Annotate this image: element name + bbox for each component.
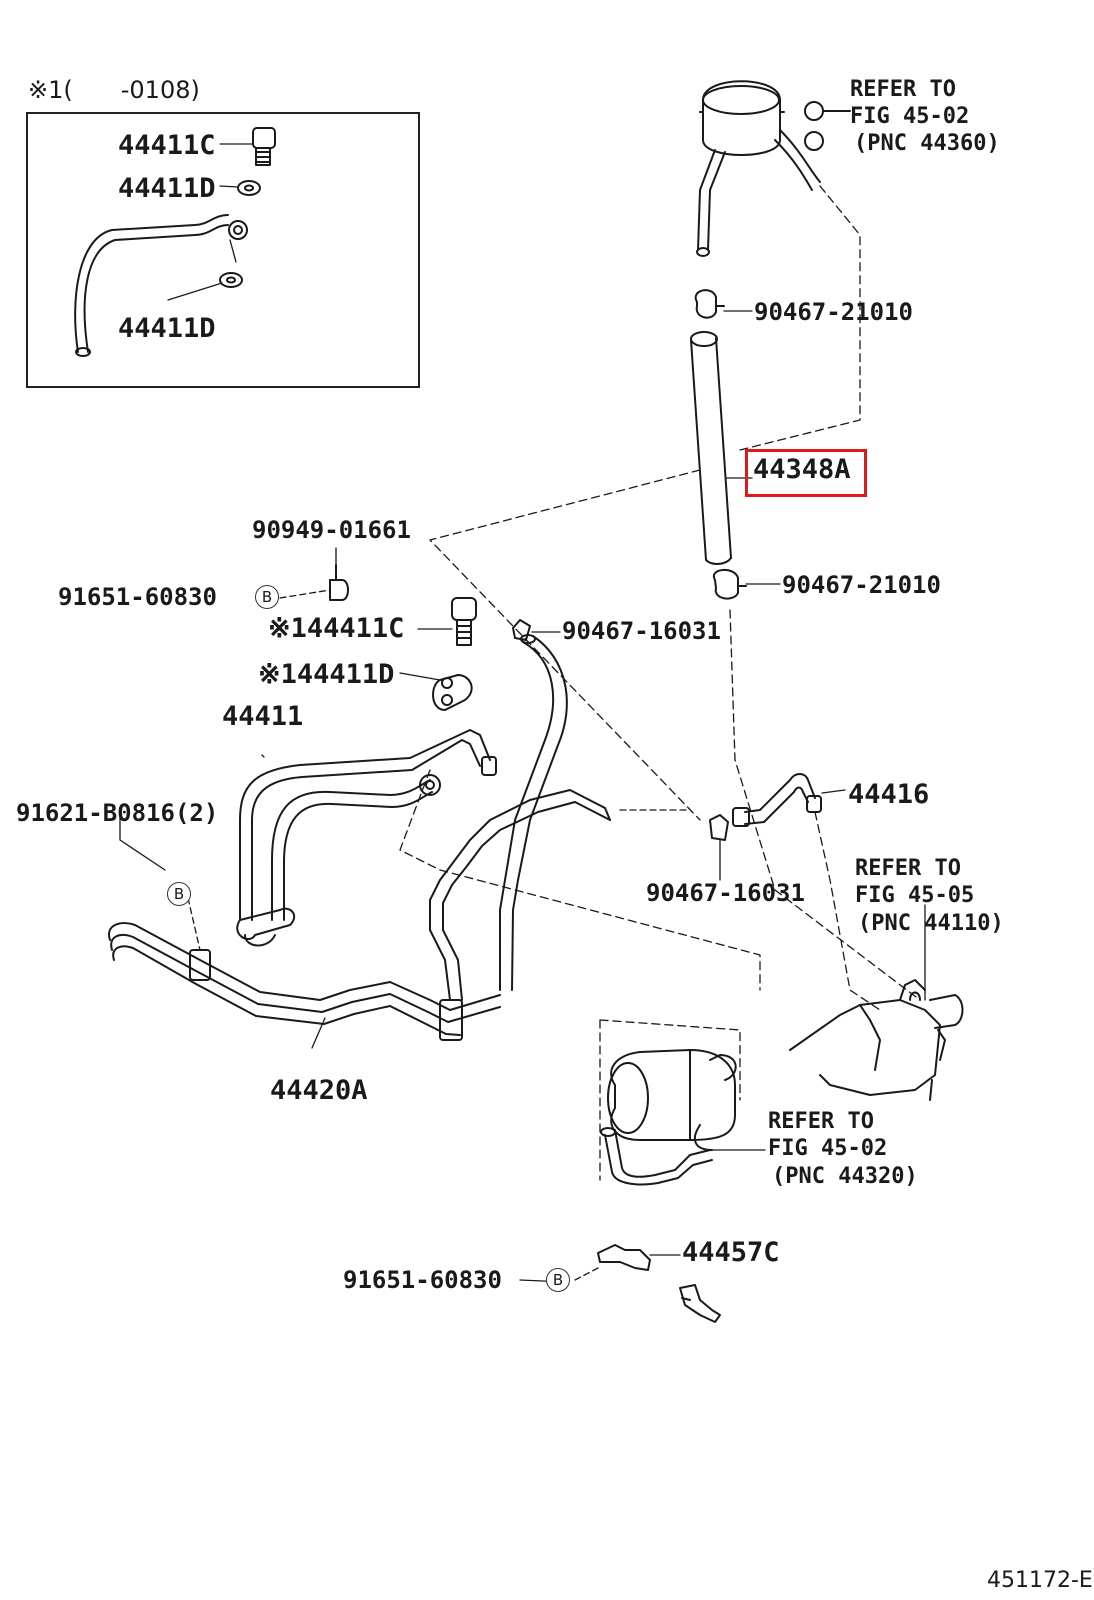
part-label-clamp-bottom: 90467-21010 bbox=[782, 571, 941, 599]
part-label-clamp-mid: 90467-16031 bbox=[562, 617, 721, 645]
pressure-tube-icon bbox=[236, 729, 497, 947]
part-label-return-tube: 44416 bbox=[848, 779, 930, 810]
clamp-top-icon bbox=[694, 289, 725, 319]
pump-icon bbox=[789, 979, 964, 1101]
part-label-bolt-top: 91651-60830 bbox=[58, 583, 217, 611]
return-tube-assy-icon bbox=[108, 789, 611, 1041]
pump-ref-line2: FIG 45-05 bbox=[855, 883, 975, 908]
part-label-union-bolt: ※144411C bbox=[268, 613, 405, 644]
marker-b-top: B bbox=[255, 585, 279, 609]
gear-ref-line3: (PNC 44320) bbox=[772, 1164, 918, 1189]
part-label-bolt-pair: 91621-B0816(2) bbox=[16, 799, 219, 827]
part-label-highlighted-hose[interactable]: 44348A bbox=[753, 454, 851, 485]
clamp-lower-icon bbox=[709, 814, 729, 841]
part-label-bracket: 44457C bbox=[682, 1237, 780, 1268]
highlight-box bbox=[745, 449, 867, 497]
part-label-clip: 90949-01661 bbox=[252, 516, 411, 544]
inset-label-gasket-bottom: 44411D bbox=[118, 313, 216, 344]
reservoir-ref-line1: REFER TO bbox=[850, 77, 956, 102]
pump-ref-line3: (PNC 44110) bbox=[858, 911, 1004, 936]
pump-ref-line1: REFER TO bbox=[855, 856, 961, 881]
marker-b-bottom: B bbox=[546, 1268, 570, 1292]
return-tube-44416-icon bbox=[732, 773, 822, 827]
part-label-clamp-lower: 90467-16031 bbox=[646, 879, 805, 907]
part-label-return-tube-assy: 44420A bbox=[270, 1075, 368, 1106]
part-label-clamp-top: 90467-21010 bbox=[754, 298, 913, 326]
clip-icon bbox=[329, 564, 349, 601]
gear-ref-line1: REFER TO bbox=[768, 1109, 874, 1134]
inset-label-union-bolt: 44411C bbox=[118, 130, 216, 161]
inset-bolt-icon bbox=[219, 127, 276, 288]
inset-panel bbox=[26, 112, 420, 388]
inset-hose bbox=[74, 214, 248, 357]
return-hose-icon bbox=[690, 331, 732, 565]
inset-heading: ※1( -0108) bbox=[28, 76, 200, 104]
gear-ref-line2: FIG 45-02 bbox=[768, 1136, 888, 1161]
bracket-icon bbox=[597, 1244, 721, 1323]
reservoir-ref-line2: FIG 45-02 bbox=[850, 104, 970, 129]
clamp-mid-icon bbox=[512, 619, 531, 641]
steering-gear-icon bbox=[599, 1019, 741, 1186]
union-bolt-icon bbox=[451, 597, 477, 646]
reservoir-icon bbox=[696, 80, 851, 257]
marker-b-mid: B bbox=[167, 882, 191, 906]
inset-label-gasket-top: 44411D bbox=[118, 173, 216, 204]
part-label-gasket: ※144411D bbox=[258, 659, 395, 690]
part-label-pressure-tube: 44411 bbox=[222, 701, 304, 732]
clamp-bottom-icon bbox=[712, 569, 747, 600]
gasket-icon bbox=[432, 674, 473, 711]
reservoir-ref-line3: (PNC 44360) bbox=[854, 131, 1000, 156]
feed-hose-icon bbox=[499, 634, 568, 991]
figure-id: 451172-E bbox=[987, 1568, 1093, 1593]
part-label-bolt-bottom: 91651-60830 bbox=[343, 1266, 502, 1294]
